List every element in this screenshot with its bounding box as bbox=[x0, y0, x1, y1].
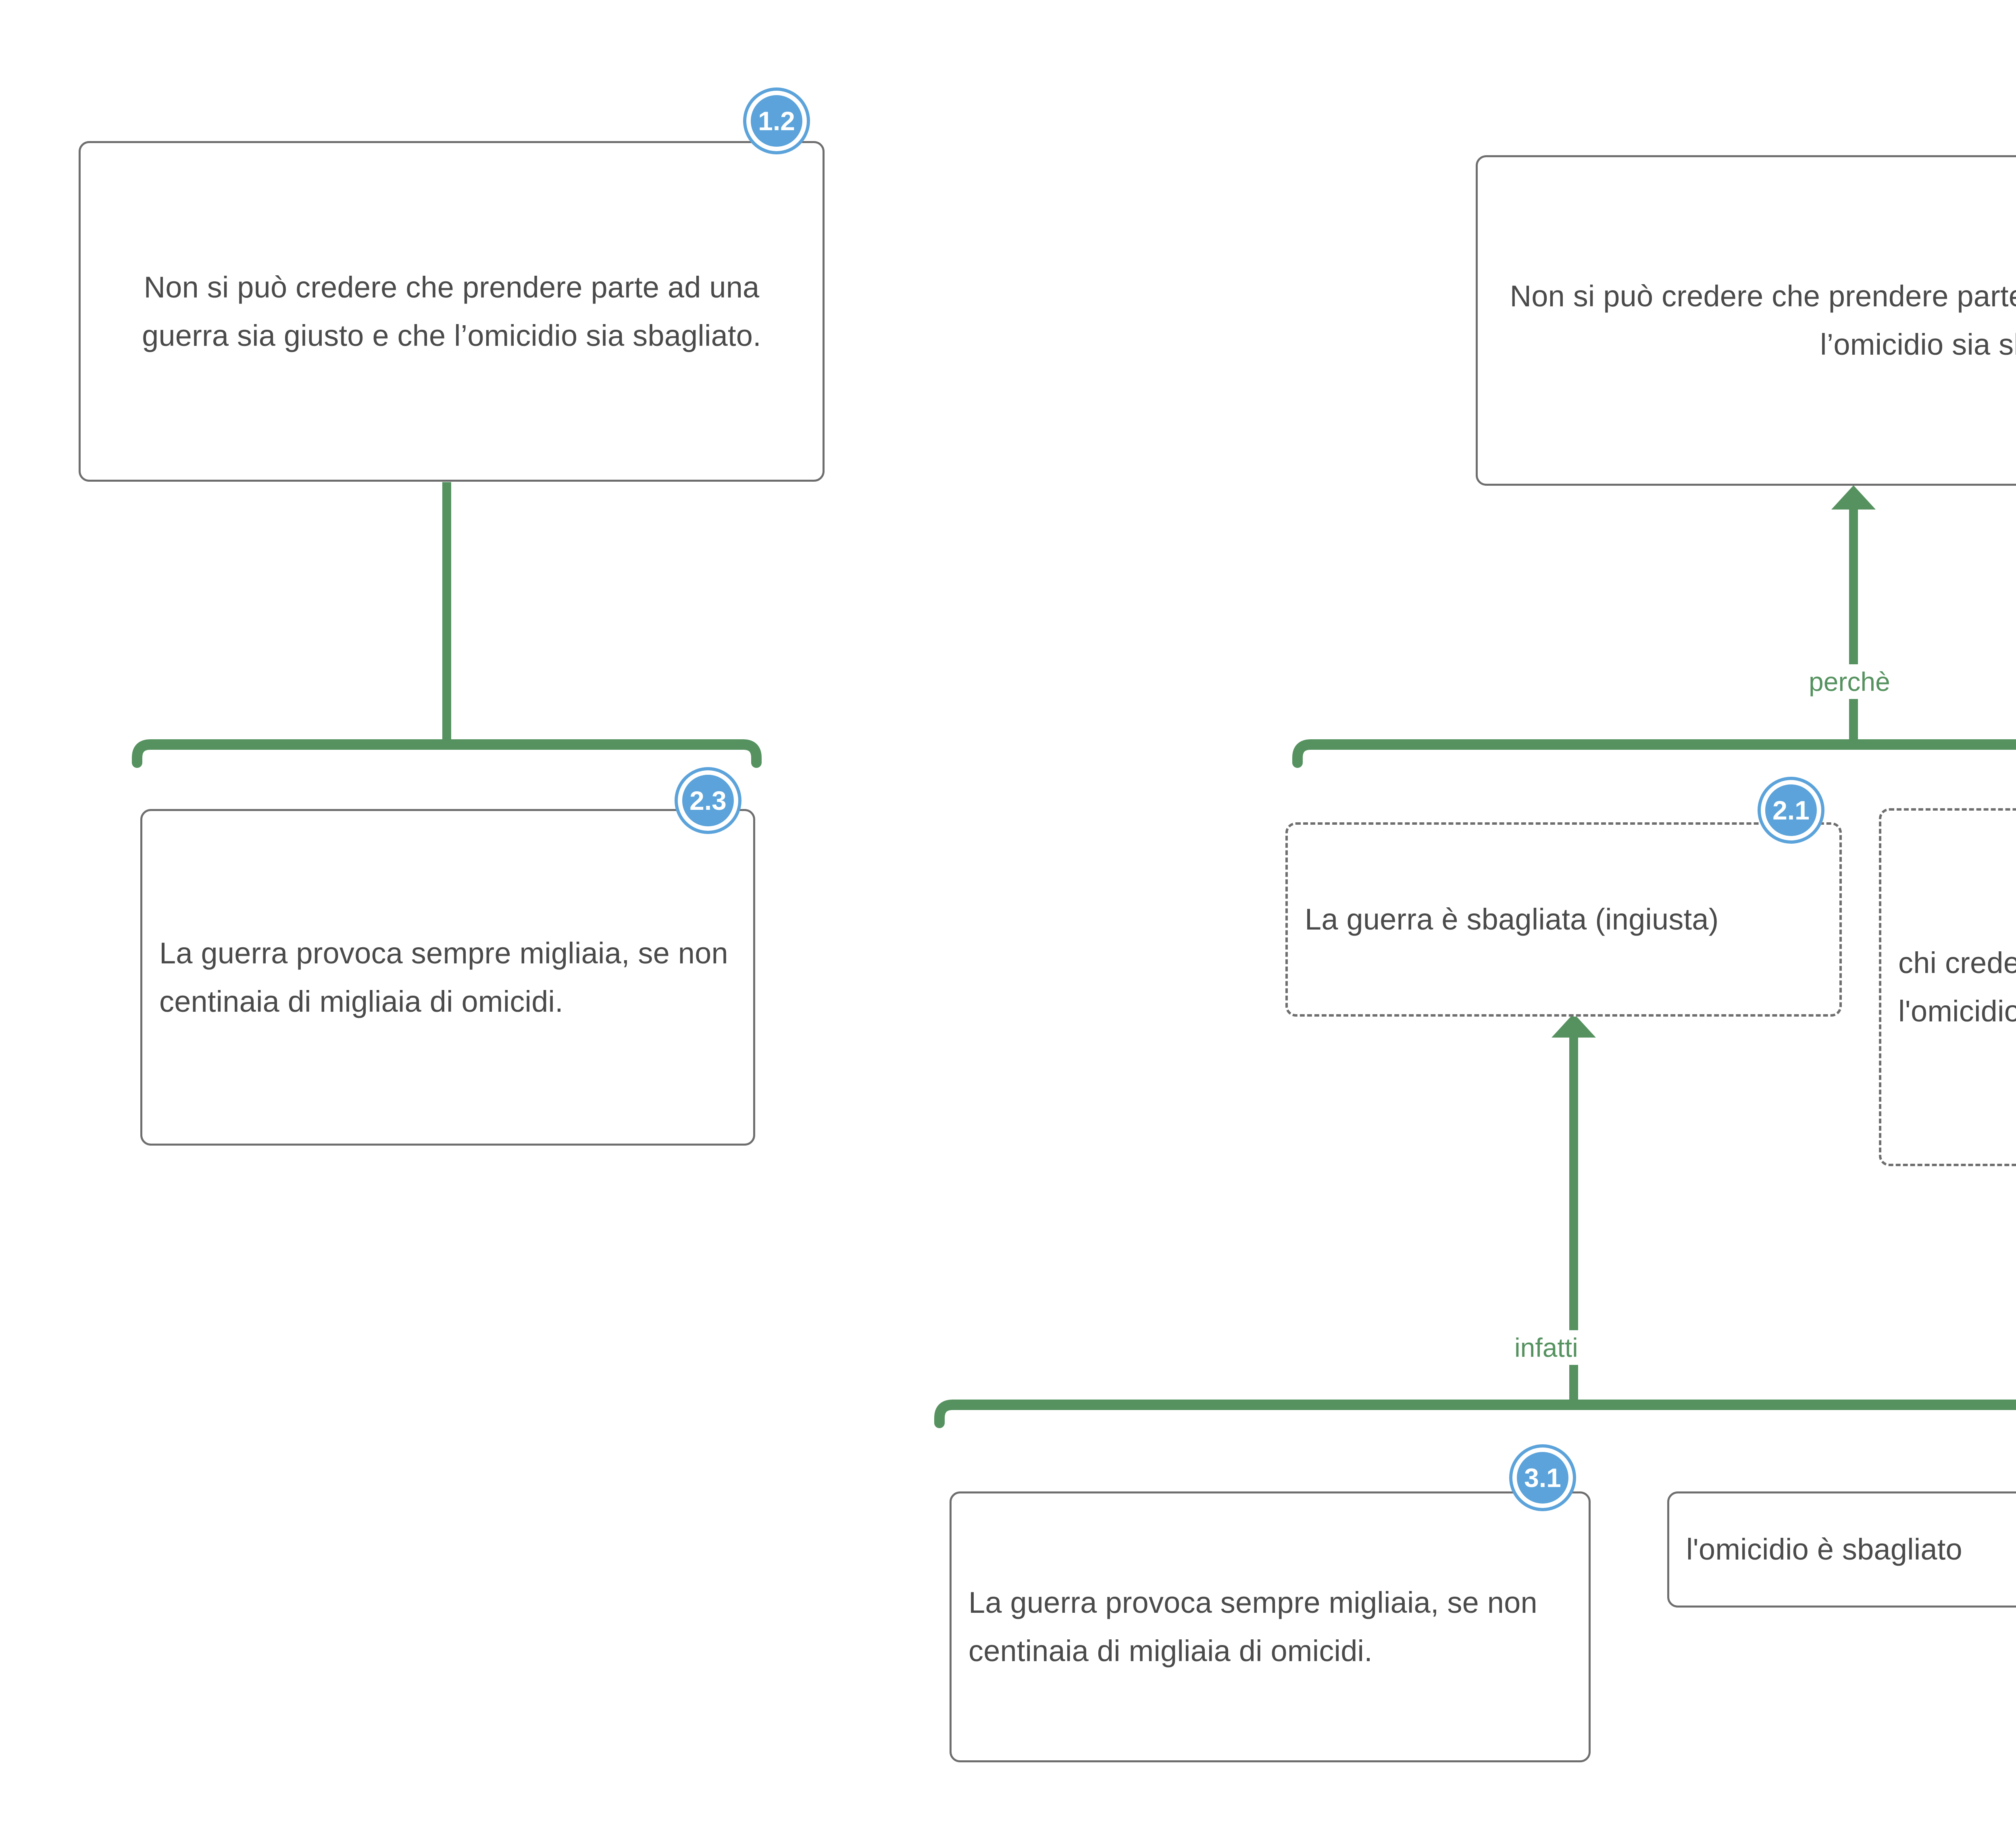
node-3.1-text: La guerra provoca sempre migliaia, se no… bbox=[968, 1586, 1537, 1668]
node-1.1-text: Non si può credere che prendere parte ad… bbox=[1510, 279, 2016, 361]
node-2.2-text: chi crede che la guerra è giusta e l'omi… bbox=[1898, 946, 2016, 1028]
node-2.3-text: La guerra provoca sempre migliaia, se no… bbox=[159, 936, 728, 1018]
node-2.3[interactable]: La guerra provoca sempre migliaia, se no… bbox=[140, 809, 755, 1146]
bracket-3.1-3.2-group bbox=[934, 1400, 2016, 1428]
node-badge-2.1[interactable]: 2.1 bbox=[1765, 784, 1817, 836]
node-1.2-text: Non si può credere che prendere parte ad… bbox=[142, 270, 761, 352]
edge-label-perche: perchè bbox=[1802, 664, 1897, 699]
node-3.2-text: l'omicidio è sbagliato bbox=[1686, 1533, 1962, 1566]
node-2.2[interactable]: chi crede che la guerra è giusta e l'omi… bbox=[1879, 808, 2016, 1166]
node-badge-2.3[interactable]: 2.3 bbox=[682, 775, 734, 826]
arrowhead-to-1.1 bbox=[1831, 485, 1876, 510]
node-3.1[interactable]: La guerra provoca sempre migliaia, se no… bbox=[950, 1491, 1591, 1762]
bracket-2.1-2.2-group bbox=[1292, 739, 2016, 768]
node-1.1[interactable]: Non si può credere che prendere parte ad… bbox=[1476, 155, 2016, 486]
arrowhead-to-2.1 bbox=[1552, 1013, 1596, 1038]
node-2.1-text: La guerra è sbagliata (ingiusta) bbox=[1305, 903, 1719, 936]
node-3.2[interactable]: l'omicidio è sbagliato bbox=[1667, 1491, 2016, 1608]
node-2.1[interactable]: La guerra è sbagliata (ingiusta) bbox=[1285, 822, 1842, 1017]
edge-label-infatti: infatti bbox=[1508, 1330, 1585, 1365]
node-badge-3.1[interactable]: 3.1 bbox=[1517, 1452, 1568, 1504]
node-1.2[interactable]: Non si può credere che prendere parte ad… bbox=[79, 141, 825, 482]
node-badge-1.2[interactable]: 1.2 bbox=[751, 95, 802, 147]
bracket-left-group bbox=[132, 739, 762, 768]
